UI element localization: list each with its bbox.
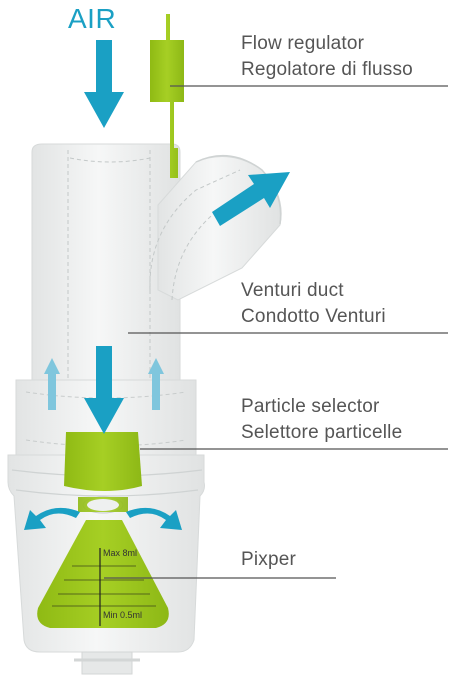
particle-selector-label-it: Selettore particelle	[241, 422, 402, 443]
selector-hole-inner	[87, 499, 119, 511]
right-up-arrow	[148, 358, 164, 410]
air-in-arrow	[84, 40, 124, 128]
outlet-arrow	[212, 172, 290, 226]
venturi-duct-label-en: Venturi duct	[241, 280, 344, 301]
lower-left-curve-arrow	[24, 507, 80, 530]
airflow-arrows	[24, 40, 290, 530]
leader-lines	[104, 85, 448, 579]
particle-selector-part	[64, 432, 142, 491]
flow-regulator-label-it: Regolatore di flusso	[241, 59, 413, 80]
pixper-label: Pixper	[241, 549, 297, 570]
venturi-duct-label-it: Condotto Venturi	[241, 306, 386, 327]
tube-inner-dashes	[67, 150, 151, 385]
pixper-part	[37, 520, 169, 628]
callout-labels: Flow regulator Regolatore di flusso Vent…	[241, 33, 413, 570]
green-parts: Max 8ml Min 0.5ml	[37, 14, 184, 628]
outlet-mouth	[195, 154, 282, 225]
bottom-stem	[81, 651, 133, 675]
measurement-lines	[52, 565, 156, 607]
lower-right-curve-arrow	[126, 507, 182, 530]
scale-max: Max 8ml	[103, 548, 137, 558]
flow-regulator-part	[150, 14, 184, 178]
particle-selector-label-en: Particle selector	[241, 396, 380, 417]
scale-min: Min 0.5ml	[103, 610, 142, 620]
center-down-arrow	[84, 346, 124, 434]
flow-regulator-label-en: Flow regulator	[241, 33, 365, 54]
left-up-arrow	[44, 358, 60, 410]
air-label: AIR	[68, 3, 116, 34]
